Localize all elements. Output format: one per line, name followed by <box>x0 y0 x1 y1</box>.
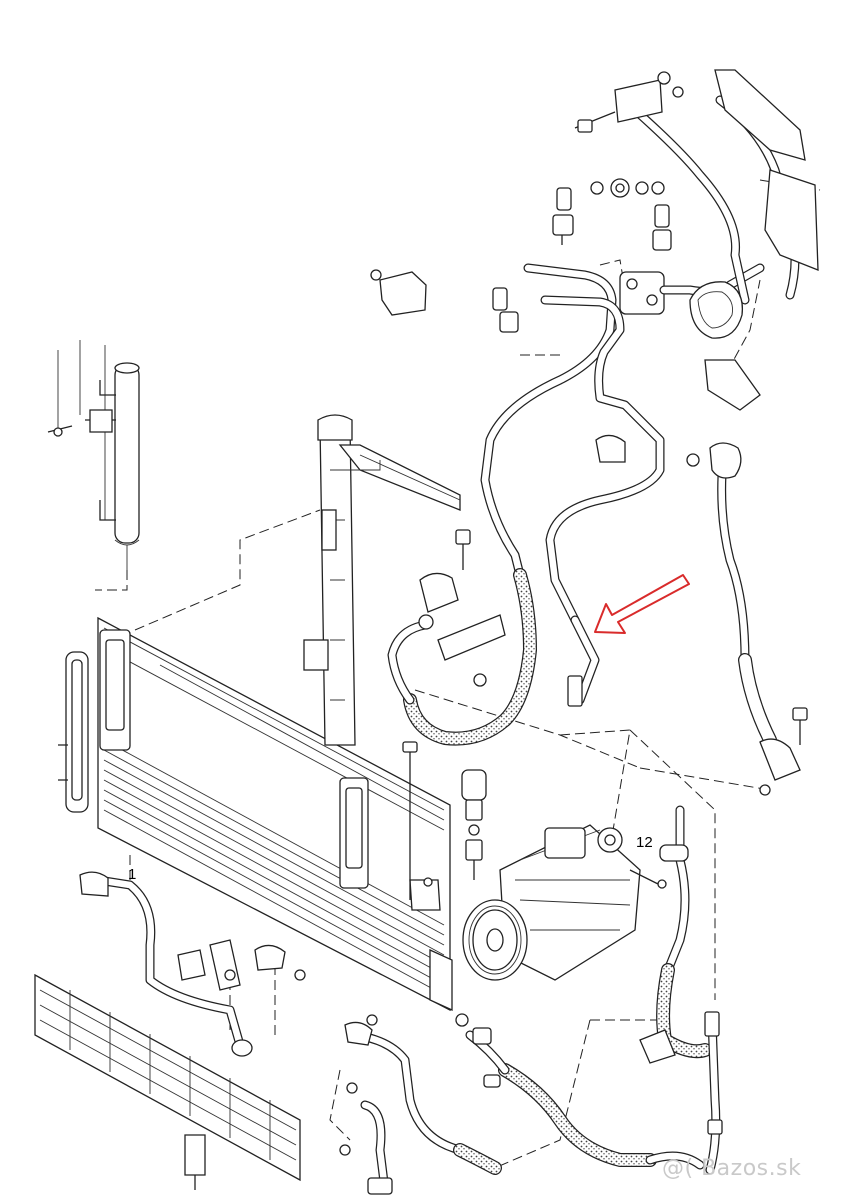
red-arrow-icon <box>594 574 690 634</box>
pressure-switches <box>402 741 487 900</box>
high-pressure-line <box>639 805 723 1175</box>
leader-lines <box>95 179 821 1171</box>
suction-hose <box>387 529 537 746</box>
receiver-dryer <box>47 340 140 570</box>
watermark: @( Bazos.sk <box>662 1156 802 1181</box>
discharge-hose <box>686 442 808 796</box>
evaporator-pipes <box>370 69 819 707</box>
ac-compressor <box>462 824 667 981</box>
part-number-12: 12 <box>636 834 653 851</box>
oil-cooler-assembly <box>34 871 306 1190</box>
radiator-frame <box>303 414 461 746</box>
lower-hose <box>339 1013 705 1195</box>
part-number-1: 1 <box>128 866 137 883</box>
